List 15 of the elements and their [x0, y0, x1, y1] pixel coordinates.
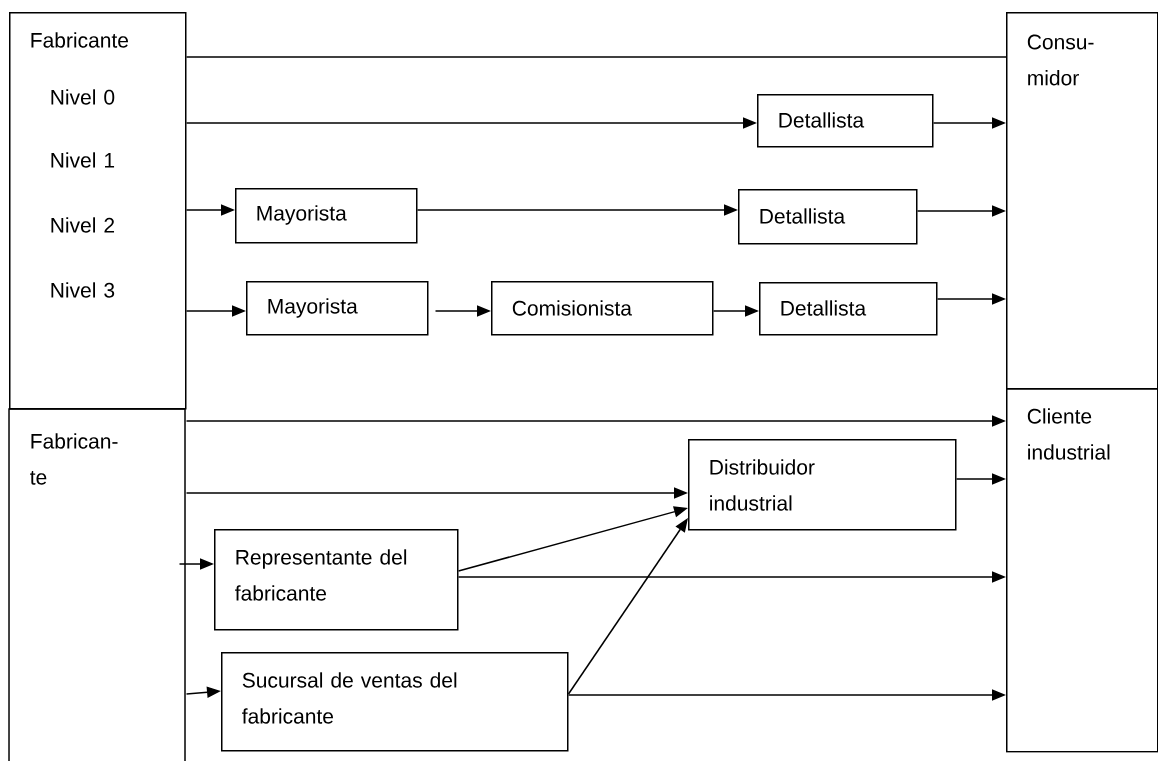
process-box: Detallista	[759, 282, 938, 336]
endpoint-box: Fabrican- te	[8, 408, 186, 761]
process-box: Detallista	[738, 189, 918, 245]
endpoint-box: Cliente industrial	[1006, 388, 1158, 753]
endpoint-box: Consu- midor	[1006, 12, 1158, 390]
process-box: Sucursal de ventas del fabricante	[221, 652, 569, 752]
connector-line	[185, 56, 1007, 58]
process-box: Distribuidor industrial	[688, 439, 957, 531]
process-box: Mayorista	[246, 281, 429, 336]
process-box: Comisionista	[491, 281, 714, 336]
process-box: Representante del fabricante	[214, 529, 459, 631]
process-box: Detallista	[757, 94, 934, 148]
endpoint-box: Fabricante Nivel 0 Nivel 1 Nivel 2 Nivel 3	[9, 12, 187, 410]
process-box: Mayorista	[235, 188, 418, 244]
arrow	[567, 518, 688, 695]
